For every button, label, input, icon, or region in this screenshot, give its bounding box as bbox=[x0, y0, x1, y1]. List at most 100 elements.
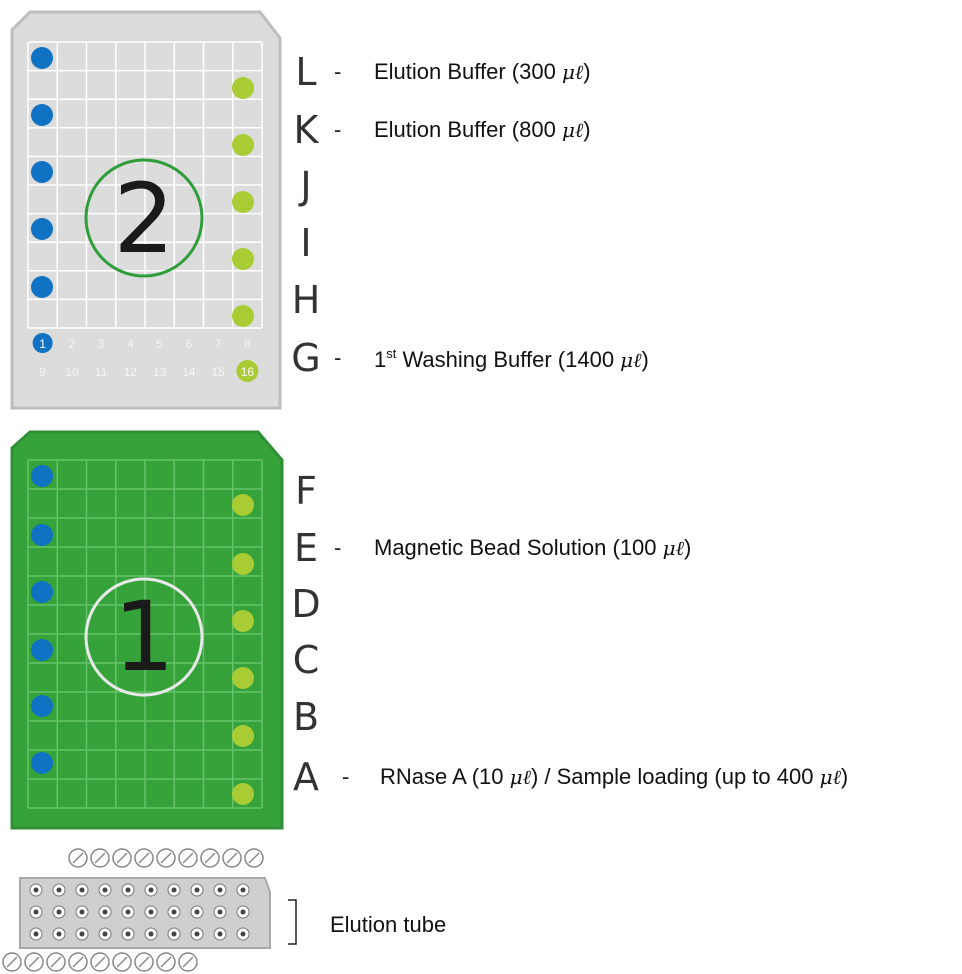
description-pre: RNase A (10 bbox=[380, 764, 510, 789]
description-mid2: ) / Sample loading (up to 400 bbox=[531, 764, 820, 789]
description-post: ) bbox=[583, 59, 590, 84]
position-number: 10 bbox=[65, 365, 79, 379]
tube-hole-center bbox=[195, 932, 200, 937]
tube-hole-center bbox=[57, 932, 62, 937]
row-letter-I: I bbox=[286, 224, 326, 262]
blue-well bbox=[31, 104, 53, 126]
tube-hole-center bbox=[218, 932, 223, 937]
tube-hole-center bbox=[126, 932, 131, 937]
description-unit: μℓ bbox=[562, 118, 583, 142]
plate-1-number: 1 bbox=[113, 581, 174, 693]
position-number: 16 bbox=[241, 365, 255, 379]
blue-well bbox=[31, 695, 53, 717]
green-well bbox=[232, 248, 254, 270]
description-post: ) bbox=[841, 764, 848, 789]
row-letter-G: G bbox=[286, 339, 326, 377]
row-letter-F: F bbox=[286, 472, 326, 510]
row-letter-L: L bbox=[286, 53, 326, 91]
tube-hole-center bbox=[195, 910, 200, 915]
tube-hole-center bbox=[172, 888, 177, 893]
green-well bbox=[232, 77, 254, 99]
blue-well bbox=[31, 752, 53, 774]
row-letter-B: B bbox=[286, 698, 326, 736]
tube-hole-center bbox=[34, 888, 39, 893]
row-letter-E: E bbox=[286, 529, 326, 567]
position-number: 2 bbox=[69, 337, 76, 351]
description-pre: 1 bbox=[374, 347, 386, 372]
row-dash: - bbox=[342, 766, 349, 788]
position-number: 11 bbox=[95, 365, 108, 379]
blue-well bbox=[31, 581, 53, 603]
row-dash: - bbox=[334, 537, 341, 559]
position-number: 5 bbox=[156, 337, 163, 351]
row-letter-K: K bbox=[286, 111, 326, 149]
tube-hole-center bbox=[241, 888, 246, 893]
blue-well bbox=[31, 639, 53, 661]
position-number: 3 bbox=[98, 337, 105, 351]
tube-hole-center bbox=[57, 910, 62, 915]
tube-hole-center bbox=[172, 932, 177, 937]
tube-hole-center bbox=[34, 910, 39, 915]
tube-hole-center bbox=[34, 932, 39, 937]
tube-hole-center bbox=[218, 910, 223, 915]
row-dash: - bbox=[334, 119, 341, 141]
tube-hole-center bbox=[103, 910, 108, 915]
green-well bbox=[232, 725, 254, 747]
description-post: ) bbox=[642, 347, 649, 372]
row-dash: - bbox=[334, 61, 341, 83]
description-pre: Elution Buffer (800 bbox=[374, 117, 562, 142]
position-number: 4 bbox=[127, 337, 134, 351]
position-number: 1 bbox=[39, 337, 46, 351]
description-mid: Washing Buffer (1400 bbox=[396, 347, 620, 372]
plate-2-number: 2 bbox=[113, 163, 174, 275]
elution-tube-holes bbox=[3, 849, 263, 971]
row-letter-H: H bbox=[286, 281, 326, 319]
position-number: 13 bbox=[153, 365, 167, 379]
description-unit: μℓ bbox=[663, 536, 684, 560]
green-well bbox=[232, 610, 254, 632]
green-well bbox=[232, 783, 254, 805]
row-description: Elution Buffer (800 μℓ) bbox=[374, 119, 591, 141]
description-sup: st bbox=[386, 346, 396, 361]
elution-tube-bracket bbox=[288, 900, 296, 944]
row-letter-J: J bbox=[286, 167, 326, 205]
blue-well bbox=[31, 276, 53, 298]
position-number: 15 bbox=[211, 365, 225, 379]
tube-hole-center bbox=[57, 888, 62, 893]
position-number: 14 bbox=[182, 365, 196, 379]
elution-tube-rack bbox=[3, 849, 296, 971]
tube-hole-center bbox=[149, 888, 154, 893]
row-letter-D: D bbox=[286, 585, 326, 623]
tube-hole-center bbox=[149, 932, 154, 937]
tube-hole-center bbox=[241, 910, 246, 915]
tube-hole-center bbox=[195, 888, 200, 893]
row-dash: - bbox=[334, 347, 341, 369]
tube-hole-center bbox=[103, 888, 108, 893]
position-number: 12 bbox=[124, 365, 138, 379]
green-well bbox=[232, 134, 254, 156]
blue-well bbox=[31, 524, 53, 546]
green-well bbox=[232, 667, 254, 689]
description-unit: μℓ bbox=[510, 765, 531, 789]
position-number: 9 bbox=[39, 365, 46, 379]
tube-hole-center bbox=[103, 932, 108, 937]
tube-hole-center bbox=[149, 910, 154, 915]
row-description: RNase A (10 μℓ) / Sample loading (up to … bbox=[380, 766, 848, 788]
description-post: ) bbox=[583, 117, 590, 142]
elution-tube-label: Elution tube bbox=[330, 912, 446, 938]
row-description: Magnetic Bead Solution (100 μℓ) bbox=[374, 537, 691, 559]
description-pre: Magnetic Bead Solution (100 bbox=[374, 535, 663, 560]
position-number: 6 bbox=[186, 337, 193, 351]
row-letter-C: C bbox=[286, 641, 326, 679]
green-well bbox=[232, 494, 254, 516]
row-letter-A: A bbox=[286, 758, 326, 796]
tube-hole-center bbox=[80, 932, 85, 937]
row-description: Elution Buffer (300 μℓ) bbox=[374, 61, 591, 83]
green-well bbox=[232, 553, 254, 575]
blue-well bbox=[31, 161, 53, 183]
tube-hole-center bbox=[80, 888, 85, 893]
tube-hole-center bbox=[241, 932, 246, 937]
tube-hole-center bbox=[218, 888, 223, 893]
green-well bbox=[232, 191, 254, 213]
